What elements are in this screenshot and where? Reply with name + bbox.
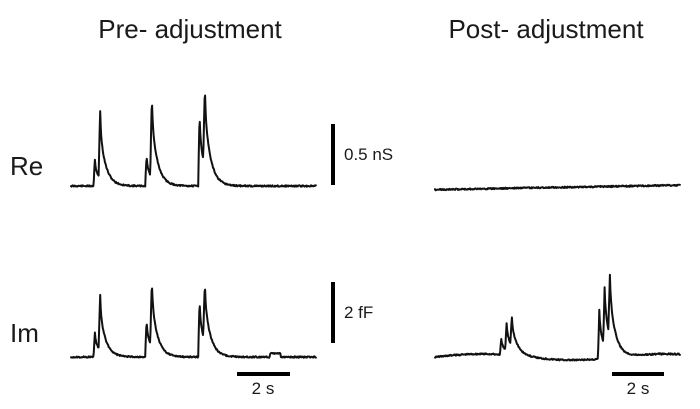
panel-title-pre: Pre- adjustment bbox=[98, 14, 282, 44]
trace-post-im bbox=[434, 273, 681, 362]
row-label-re: Re bbox=[10, 151, 43, 181]
panel-title-post: Post- adjustment bbox=[448, 14, 644, 44]
trace-pre-im bbox=[70, 287, 317, 359]
row-label-im: Im bbox=[10, 318, 39, 348]
time-label-post: 2 s bbox=[627, 379, 650, 398]
trace-pre-re bbox=[70, 94, 317, 188]
scale-label-im: 2 fF bbox=[344, 303, 373, 322]
time-label-pre: 2 s bbox=[252, 379, 275, 398]
trace-post-re bbox=[434, 183, 681, 192]
scale-label-re: 0.5 nS bbox=[344, 145, 393, 164]
